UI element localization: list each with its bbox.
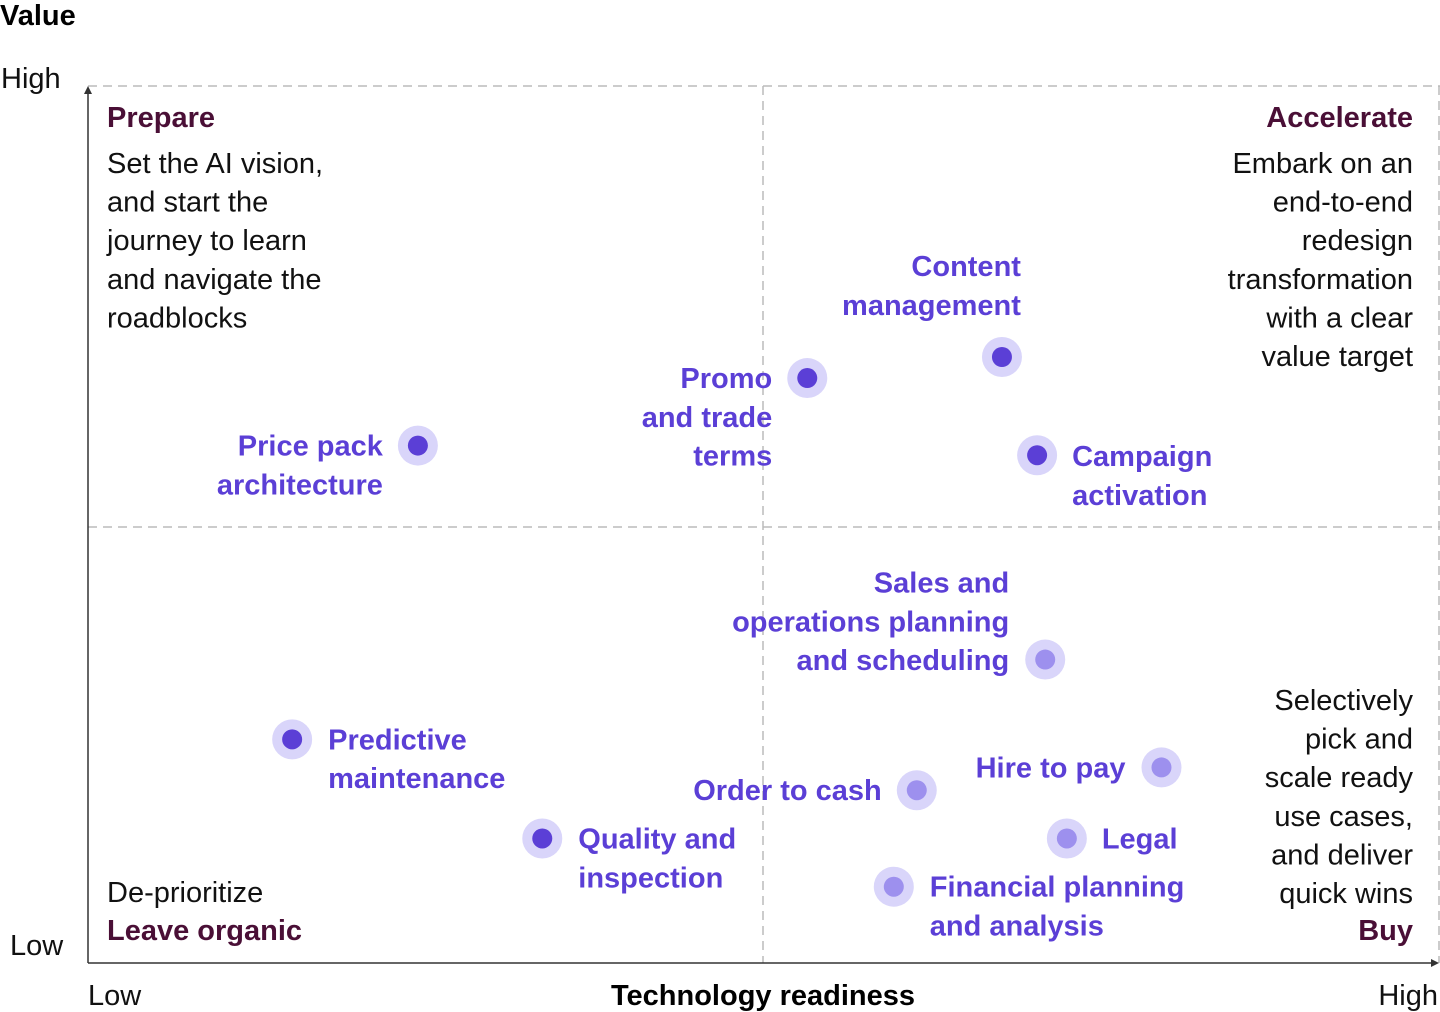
quadrant-text-leave-organic: De-prioritize	[107, 877, 263, 909]
point-label: Predictive	[328, 724, 467, 756]
y-axis-arrowhead	[84, 86, 92, 94]
x-axis-title: Technology readiness	[611, 980, 915, 1012]
point-label: and analysis	[930, 911, 1104, 943]
quadrant-title-accelerate: Accelerate	[1266, 102, 1413, 134]
quadrant-title-prepare: Prepare	[107, 102, 215, 134]
quadrant-text-buy: and deliver	[1271, 839, 1413, 871]
point-label: Order to cash	[693, 775, 882, 807]
point-label: and scheduling	[797, 645, 1010, 677]
quadrant-text-accelerate: with a clear	[1265, 302, 1413, 334]
quadrant-title-buy: Buy	[1358, 915, 1413, 947]
point-predictive-maintenance: Predictive maintenance	[272, 719, 505, 795]
point-label: architecture	[217, 469, 383, 501]
quadrant-text-accelerate: Embark on an	[1232, 148, 1413, 180]
point-marker	[991, 346, 1012, 367]
quadrant-text-buy: pick and	[1305, 724, 1413, 756]
point-label: Legal	[1102, 823, 1178, 855]
point-order-to-cash: Order to cash	[693, 770, 937, 811]
point-financial-planning-and-analysis: Financial planning and analysis	[873, 866, 1185, 943]
quadrant-text-accelerate: value target	[1261, 341, 1413, 373]
quadrant-text-accelerate: redesign	[1302, 225, 1413, 257]
quadrant-title-leave-organic: Leave organic	[107, 915, 302, 947]
quadrant-text-prepare: and navigate the	[107, 264, 321, 296]
point-label: Price pack	[238, 431, 384, 463]
point-label: terms	[693, 441, 772, 473]
x-axis-arrowhead	[1431, 959, 1439, 967]
point-marker	[883, 876, 904, 897]
point-campaign-activation: Campaign activation	[1017, 435, 1212, 512]
y-tick-high: High	[1, 63, 61, 95]
point-label: Financial planning	[930, 872, 1185, 904]
point-label: Quality and	[578, 823, 736, 855]
point-label: Content	[911, 251, 1021, 283]
quadrant-text-prepare: journey to learn	[106, 225, 307, 257]
point-hire-to-pay: Hire to pay	[976, 747, 1182, 788]
point-quality-and-inspection: Quality and inspection	[522, 818, 736, 894]
point-label: maintenance	[328, 763, 505, 795]
point-promo-and-trade-terms: Promo and trade terms	[642, 358, 828, 473]
point-label: activation	[1072, 480, 1207, 512]
point-marker	[906, 780, 927, 801]
point-label: Hire to pay	[976, 752, 1126, 784]
chart-frame	[84, 85, 1440, 967]
quadrant-text-buy: scale ready	[1265, 762, 1414, 794]
point-marker	[1027, 445, 1048, 466]
x-tick-low: Low	[88, 980, 142, 1012]
point-marker	[1056, 828, 1077, 849]
quadrant-text-buy: quick wins	[1279, 878, 1413, 910]
point-sales-and-operations-planning-and-scheduling: Sales and operations planning and scheduli…	[732, 568, 1066, 680]
x-tick-high: High	[1378, 980, 1438, 1012]
quadrant-text-accelerate: end-to-end	[1273, 187, 1413, 219]
point-price-pack-architecture: Price pack architecture	[217, 425, 438, 501]
quadrant-text-accelerate: transformation	[1228, 264, 1413, 296]
y-axis-title: Value	[0, 0, 76, 32]
point-label: operations planning	[732, 606, 1009, 638]
quadrant-text-prepare: and start the	[107, 187, 268, 219]
point-marker	[407, 435, 428, 456]
point-label: management	[842, 290, 1021, 322]
point-label: and trade	[642, 402, 773, 434]
point-label: Promo	[680, 363, 772, 395]
y-tick-low: Low	[10, 930, 64, 962]
point-content-management: Content management	[842, 251, 1022, 377]
quadrant-text-prepare: roadblocks	[107, 302, 247, 334]
quadrant-text-buy: Selectively	[1274, 685, 1413, 717]
point-marker	[1151, 757, 1172, 778]
point-label: Campaign	[1072, 441, 1212, 473]
point-label: Sales and	[874, 568, 1009, 600]
point-marker	[1035, 649, 1056, 670]
quadrant-text-buy: use cases,	[1274, 801, 1413, 833]
point-marker	[797, 368, 818, 389]
point-label: inspection	[578, 862, 723, 894]
quadrant-text-prepare: Set the AI vision,	[107, 148, 323, 180]
point-marker	[532, 828, 553, 849]
point-marker	[282, 729, 303, 750]
point-legal: Legal	[1046, 818, 1178, 859]
